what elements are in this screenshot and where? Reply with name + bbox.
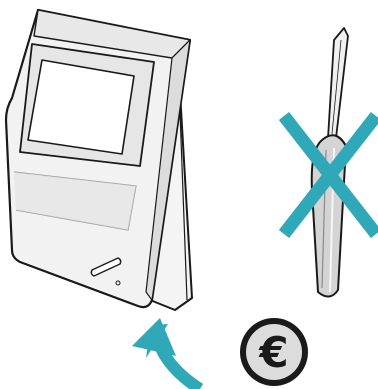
- device-screen: [27, 59, 135, 155]
- device-led: [115, 280, 121, 286]
- device-slot: [90, 257, 122, 277]
- euro-coin-icon: €: [240, 318, 308, 386]
- curved-arrow-icon: [132, 318, 204, 389]
- shaft-highlight: [331, 39, 342, 135]
- coin-symbol: €: [258, 328, 288, 377]
- cross-icon: [278, 112, 378, 238]
- thermostat-device: [4, 8, 193, 311]
- screwdriver-shaft: [327, 27, 349, 139]
- lower-panel-shade: [14, 172, 136, 230]
- device-side-face: [145, 39, 191, 301]
